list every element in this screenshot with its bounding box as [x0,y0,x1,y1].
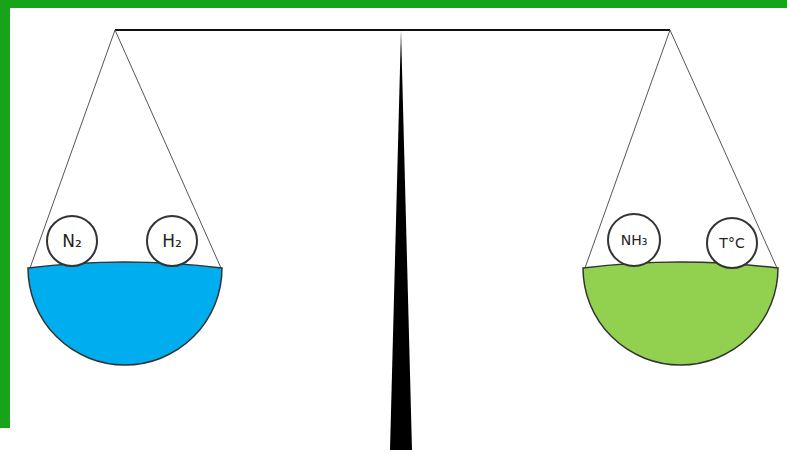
pan-string [670,30,777,268]
formula-text: N₂ [62,233,82,250]
reactant-circle: N₂ [46,215,98,267]
pan-string [115,30,221,268]
right-pan [583,262,778,365]
beam [115,29,670,31]
temperature-circle: T°C [706,217,758,269]
pan-string [30,30,115,268]
product-circle: NH₃ [607,213,661,267]
formula-text: NH₃ [621,233,648,247]
frame-bar [0,0,787,8]
pan-string [585,30,670,268]
formula-text: H₂ [162,233,182,250]
left-pan [28,262,222,365]
formula-text: T°C [719,236,744,250]
frame-bar [0,0,10,428]
fulcrum [390,30,412,450]
reactant-circle: H₂ [146,215,198,267]
